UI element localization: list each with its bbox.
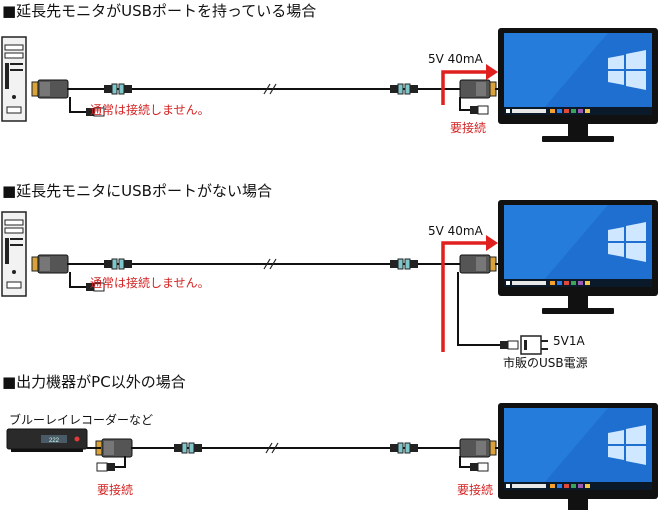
recorder-display: 222 — [49, 438, 60, 444]
section2-title: ■延長先モニタにUSBポートがない場合 — [2, 182, 272, 200]
hdmi-extender-icon — [31, 79, 69, 99]
usb-plug-icon — [96, 462, 115, 472]
windows-logo-icon — [608, 227, 624, 241]
windows-logo-icon — [608, 55, 624, 69]
desktop-pc-icon — [1, 36, 27, 122]
hdmi-connector-icon — [104, 83, 132, 95]
hdmi-connector-icon — [390, 258, 418, 270]
section2-adapter-label: 5V1A — [553, 334, 585, 348]
monitor-stand — [568, 499, 588, 510]
section1-power-arrow — [441, 70, 486, 105]
red-arrow-head-icon — [486, 235, 498, 251]
monitor-base — [542, 308, 614, 314]
monitor-icon — [498, 200, 658, 314]
section1-note: 通常は接続しません。 — [90, 103, 210, 117]
monitor-icon — [498, 403, 658, 510]
bluray-recorder-icon: 222 — [6, 428, 88, 452]
section1-power-label: 5V 40mA — [428, 52, 483, 66]
hdmi-extender-icon — [31, 254, 69, 274]
usb-plug-icon — [86, 282, 105, 292]
section1-title: ■延長先モニタがUSBポートを持っている場合 — [2, 2, 317, 20]
red-arrow-head-icon — [486, 64, 498, 80]
hdmi-connector-icon — [174, 442, 202, 454]
hdmi-extender-icon — [459, 79, 497, 99]
section3-title: ■出力機器がPC以外の場合 — [2, 373, 186, 391]
hdmi-connector-icon — [390, 442, 418, 454]
usb-plug-icon — [470, 105, 489, 115]
hdmi-extender-icon — [95, 438, 133, 458]
cable-break-mark — [263, 83, 277, 95]
section2-adapter-caption: 市販のUSB電源 — [503, 356, 588, 370]
hdmi-connector-icon — [104, 258, 132, 270]
hdmi-extender-icon — [459, 254, 497, 274]
hdmi-extender-icon — [459, 438, 497, 458]
desktop-pc-icon — [1, 211, 27, 297]
monitor-stand — [568, 296, 588, 310]
cable-break-mark — [265, 442, 279, 454]
section2-power-label: 5V 40mA — [428, 224, 483, 238]
section1-required-label: 要接続 — [450, 121, 487, 135]
cable-break-mark — [263, 258, 277, 270]
usb-power-adapter-icon — [500, 335, 548, 355]
usb-plug-icon — [470, 462, 489, 472]
windows-logo-icon — [608, 430, 624, 444]
monitor-base — [542, 136, 614, 142]
monitor-stand — [568, 124, 588, 138]
section3-required-left: 要接続 — [97, 483, 134, 497]
monitor-icon — [498, 28, 658, 142]
section3-device-label: ブルーレイレコーダーなど — [9, 413, 154, 427]
section2-note: 通常は接続しません。 — [90, 276, 210, 290]
hdmi-connector-icon — [390, 83, 418, 95]
section2-power-arrow — [441, 241, 486, 352]
usb-plug-icon — [86, 107, 105, 117]
section3-required-right: 要接続 — [457, 483, 494, 497]
